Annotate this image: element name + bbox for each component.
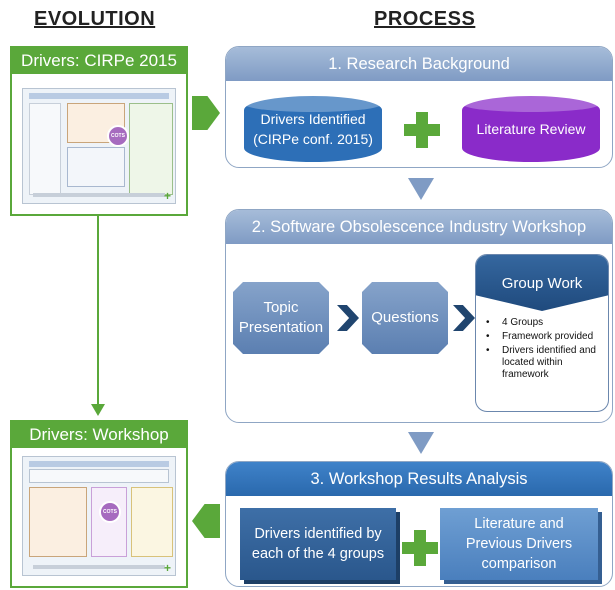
evolution-heading: EVOLUTION: [34, 8, 156, 30]
thumbnail-title-bar: [29, 93, 169, 99]
cirpe-conf-label: (CIRPe conf. 2015): [253, 131, 373, 147]
group-work-card: Group Work 4 Groups Framework provided D…: [475, 254, 609, 412]
results-analysis-title: 3. Workshop Results Analysis: [226, 462, 612, 496]
drivers-by-groups-box: Drivers identified by each of the 4 grou…: [240, 508, 396, 580]
thumbnail-right-column: [129, 103, 173, 195]
plus-icon: [404, 112, 440, 148]
thumbnail-top-row: [29, 469, 169, 483]
drivers-identified-database: Drivers Identified (CIRPe conf. 2015): [244, 96, 382, 162]
thumbnail-plus-icon: +: [163, 561, 171, 575]
thumbnail-plus-icon: +: [163, 189, 171, 203]
thumbnail-left-block: [29, 487, 87, 557]
thumbnail-footer-bar: [33, 565, 165, 569]
topic-presentation-box: Topic Presentation: [233, 282, 329, 354]
group-work-list: 4 Groups Framework provided Drivers iden…: [476, 311, 608, 381]
thumbnail-footer-bar: [33, 193, 165, 197]
evolution-panel-workshop: Drivers: Workshop COTS +: [10, 420, 188, 588]
comparison-label: comparison: [481, 556, 557, 572]
evolution-panel-cirpe: Drivers: CIRPe 2015 COTS +: [10, 46, 188, 216]
drivers-identified-label: Drivers Identified: [260, 111, 366, 127]
evolution-panel-cirpe-title: Drivers: CIRPe 2015: [12, 48, 186, 74]
questions-label: Questions: [371, 309, 439, 326]
process-heading: PROCESS: [374, 8, 476, 30]
framework-thumbnail-updated: COTS +: [22, 456, 176, 576]
four-groups-label: each of the 4 groups: [251, 546, 385, 562]
literature-and-label: Literature and: [474, 516, 564, 532]
group-work-item: Framework provided: [482, 331, 604, 343]
research-background-title: 1. Research Background: [226, 47, 612, 81]
drivers-by-groups-label: Drivers identified by: [254, 526, 382, 542]
arrow-left-icon: [192, 504, 220, 538]
thumbnail-cots-node: COTS: [99, 501, 121, 523]
thumbnail-title-bar: [29, 461, 169, 467]
thumbnail-cots-node: COTS: [107, 125, 129, 147]
questions-box: Questions: [362, 282, 448, 354]
triangle-down-icon: [408, 432, 434, 454]
evolution-arrow-down-icon: [91, 404, 105, 416]
previous-drivers-label: Previous Drivers: [465, 536, 573, 552]
thumbnail-top-center-block: [67, 103, 125, 143]
group-work-item: 4 Groups: [482, 317, 604, 329]
evolution-connector-line: [97, 216, 99, 406]
thumbnail-left-column: [29, 103, 61, 195]
group-work-item: Drivers identified and located within fr…: [482, 345, 604, 381]
triangle-down-icon: [408, 178, 434, 200]
arrow-right-icon: [192, 96, 220, 130]
literature-review-label: Literature Review: [476, 121, 586, 137]
thumbnail-right-block: [131, 487, 173, 557]
plus-icon: [402, 530, 438, 566]
literature-review-database: Literature Review: [462, 96, 600, 162]
group-work-title: Group Work: [476, 255, 608, 311]
framework-thumbnail: COTS +: [22, 88, 176, 204]
thumbnail-bottom-center-block: [67, 147, 125, 187]
literature-comparison-box: Literature and Previous Drivers comparis…: [440, 508, 598, 580]
presentation-label: Presentation: [238, 319, 324, 336]
topic-label: Topic: [263, 299, 299, 316]
industry-workshop-title: 2. Software Obsolescence Industry Worksh…: [226, 210, 612, 244]
evolution-panel-workshop-title: Drivers: Workshop: [12, 422, 186, 448]
